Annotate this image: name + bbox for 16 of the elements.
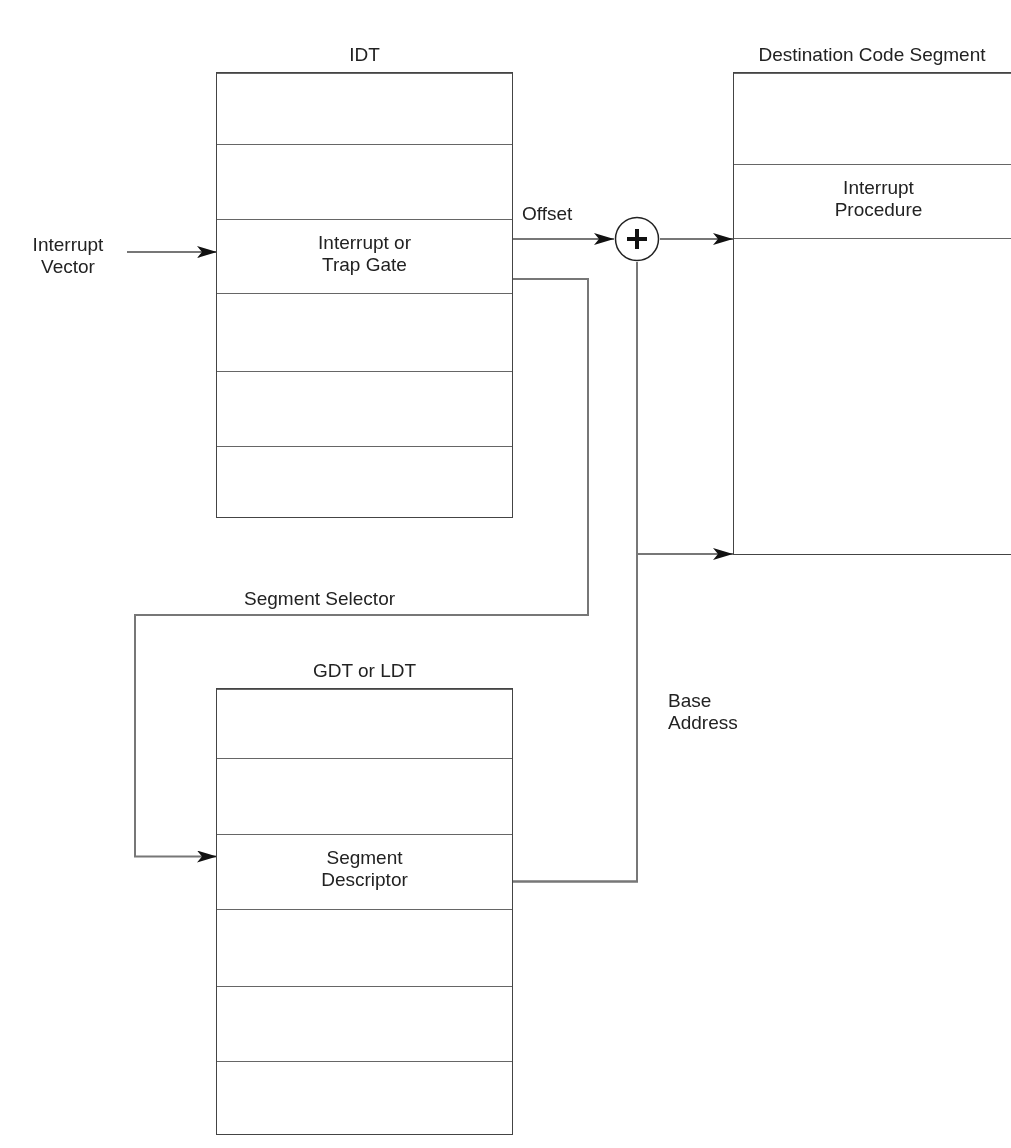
row-label: Segment Descriptor <box>320 847 409 891</box>
table-title: GDT or LDT <box>312 660 417 683</box>
row-label: Interrupt Procedure <box>833 177 924 221</box>
edge-label: Base Address <box>668 690 739 734</box>
table-title: Destination Code Segment <box>758 44 986 67</box>
table-title: IDT <box>349 44 380 67</box>
edge-label: Segment Selector <box>244 588 396 610</box>
edge-label: Offset <box>522 203 573 225</box>
arrow <box>134 278 589 863</box>
adder-circle <box>614 216 660 262</box>
arrow <box>512 233 615 245</box>
arrow <box>126 246 218 258</box>
input-label: Interrupt Vector <box>12 234 124 278</box>
row-label: Interrupt or Trap Gate <box>317 232 412 276</box>
arrow <box>512 548 734 883</box>
arrow <box>659 233 734 245</box>
